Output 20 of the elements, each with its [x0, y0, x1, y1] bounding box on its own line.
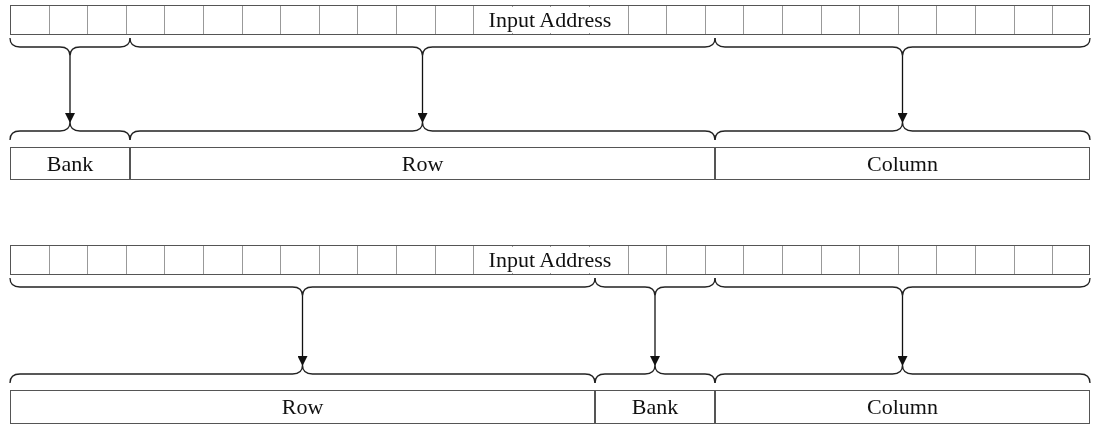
address-bit-bar — [10, 245, 1090, 275]
address-field — [595, 390, 715, 424]
field-label: Column — [867, 150, 938, 177]
address-field — [715, 147, 1090, 180]
arrow — [897, 295, 908, 366]
field-label: Column — [867, 394, 938, 420]
field-label: Row — [401, 150, 444, 177]
arrow — [417, 55, 428, 123]
field-label: Bank — [46, 150, 94, 177]
field-label: Row — [281, 394, 324, 420]
arrow — [650, 295, 660, 366]
arrow — [297, 295, 308, 366]
address-field — [10, 390, 595, 424]
arrow — [897, 55, 908, 123]
field-label: Bank — [631, 394, 679, 420]
address-field — [130, 147, 715, 180]
address-field — [10, 147, 130, 180]
address-bit-bar — [10, 5, 1090, 35]
arrow — [65, 55, 75, 123]
address-field — [715, 390, 1090, 424]
